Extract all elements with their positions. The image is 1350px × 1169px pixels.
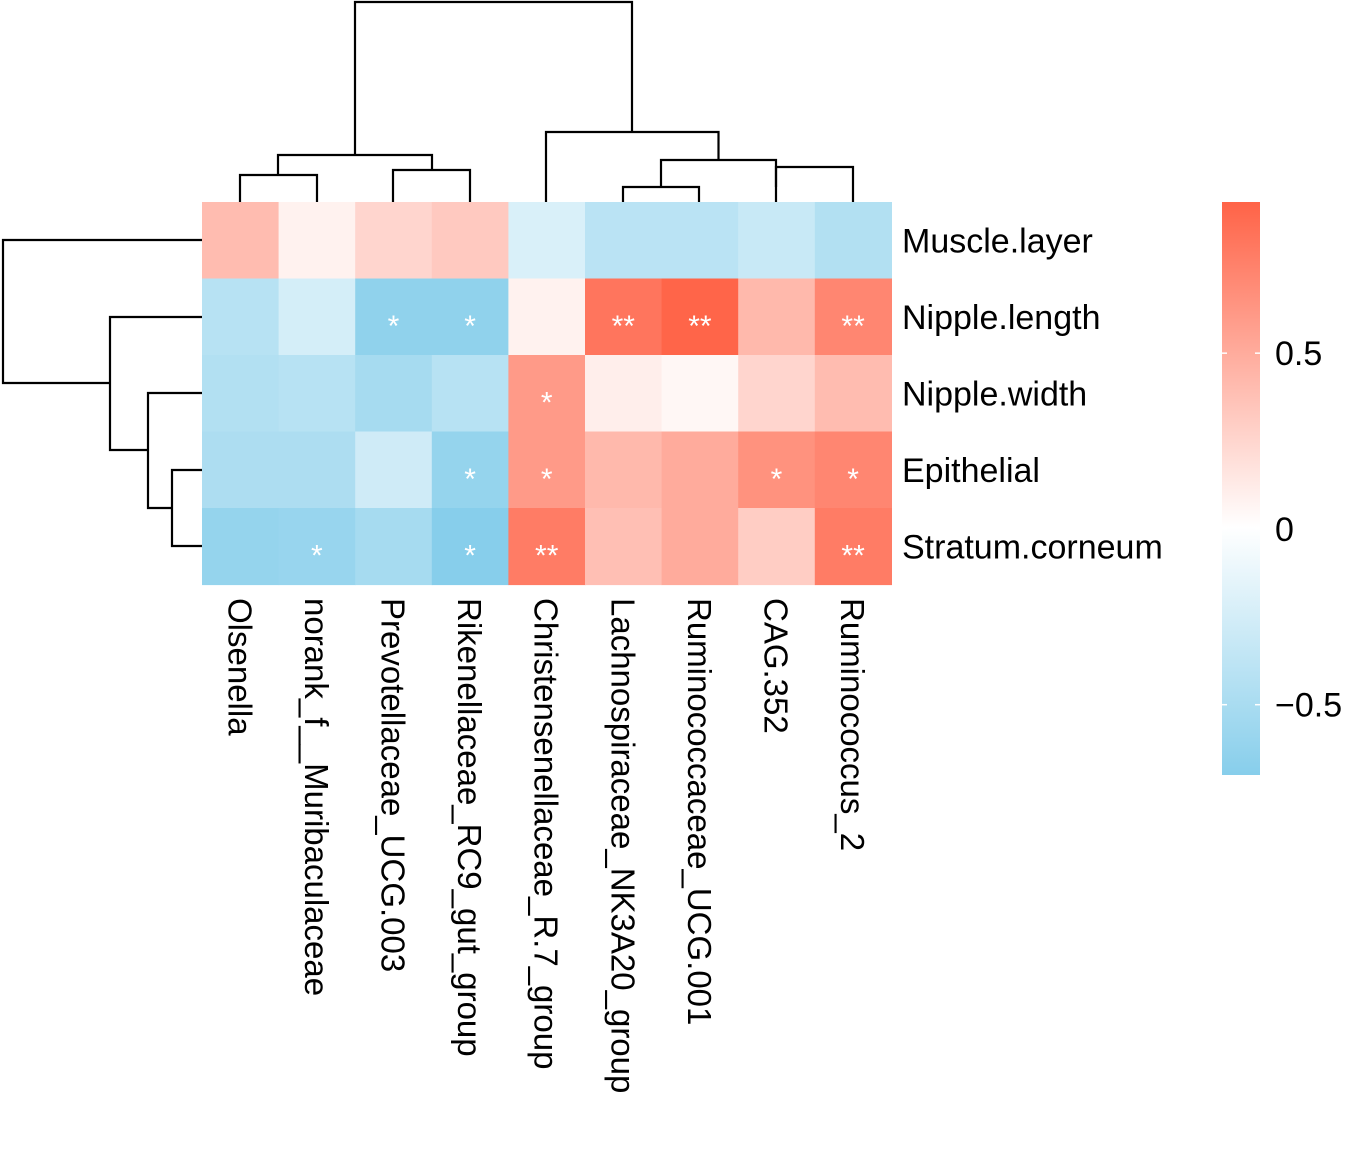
row-label: Muscle.layer bbox=[902, 222, 1093, 260]
col-dendro-link bbox=[621, 185, 701, 202]
heatmap-cell bbox=[431, 355, 509, 433]
heatmap-cell bbox=[278, 278, 356, 356]
heatmap-cell bbox=[814, 202, 892, 280]
column-label: CAG.352 bbox=[758, 598, 795, 734]
heatmap-cell bbox=[508, 278, 586, 356]
column-label: Olsenella bbox=[221, 598, 258, 736]
heatmap-cell bbox=[508, 431, 586, 509]
row-label: Stratum.corneum bbox=[902, 528, 1163, 566]
heatmap-cell bbox=[355, 431, 433, 509]
significance-mark: * bbox=[771, 463, 783, 496]
heatmap-cell bbox=[661, 508, 739, 586]
heatmap-cell bbox=[202, 508, 280, 586]
significance-mark: * bbox=[388, 310, 400, 343]
significance-mark: * bbox=[847, 463, 859, 496]
row-labels: Muscle.layerNipple.lengthNipple.widthEpi… bbox=[902, 222, 1163, 566]
legend-tick-label: 0.5 bbox=[1275, 335, 1322, 373]
heatmap-cell bbox=[355, 202, 433, 280]
significance-mark: * bbox=[464, 539, 476, 572]
heatmap-cell bbox=[814, 508, 892, 586]
heatmap-cell bbox=[355, 508, 433, 586]
heatmap-cell bbox=[585, 355, 663, 433]
column-label: Ruminococcaceae_UCG.001 bbox=[681, 598, 718, 1025]
legend-tick-label: 0 bbox=[1275, 511, 1294, 549]
significance-mark: * bbox=[541, 386, 553, 419]
col-dendro-link bbox=[544, 130, 720, 202]
row-label: Nipple.width bbox=[902, 375, 1087, 413]
column-label: norank_f__Muribaculaceae bbox=[298, 598, 335, 996]
heatmap-cell bbox=[738, 202, 816, 280]
row-label: Nipple.length bbox=[902, 299, 1100, 337]
col-dendro-link bbox=[774, 165, 855, 202]
heatmap-cell bbox=[202, 202, 280, 280]
row-dendrogram bbox=[1, 238, 202, 548]
heatmap-cell bbox=[738, 355, 816, 433]
significance-mark: ** bbox=[841, 539, 865, 572]
column-label: Christensenellaceae_R.7_group bbox=[528, 598, 565, 1069]
heatmap-cell bbox=[202, 278, 280, 356]
heatmap-cell bbox=[431, 202, 509, 280]
heatmap-cell bbox=[202, 355, 280, 433]
column-label: Prevotellaceae_UCG.003 bbox=[375, 598, 412, 972]
significance-mark: ** bbox=[612, 310, 636, 343]
row-dendro-link bbox=[146, 391, 202, 510]
heatmap-cell bbox=[585, 202, 663, 280]
heatmap-cell bbox=[814, 431, 892, 509]
heatmap-cell bbox=[738, 508, 816, 586]
significance-mark: ** bbox=[688, 310, 712, 343]
heatmap-cell bbox=[661, 355, 739, 433]
col-dendro-link bbox=[353, 0, 634, 155]
row-dendro-link bbox=[170, 468, 202, 548]
heatmap-cell bbox=[661, 278, 739, 356]
column-label: Rikenellaceae_RC9_gut_group bbox=[451, 598, 488, 1057]
heatmap-cell bbox=[202, 431, 280, 509]
heatmap-cell bbox=[661, 202, 739, 280]
significance-mark: ** bbox=[841, 310, 865, 343]
heatmap-cell bbox=[585, 508, 663, 586]
column-label: Ruminococcus_2 bbox=[834, 598, 871, 851]
heatmap-cell bbox=[278, 508, 356, 586]
column-label: Lachnospiraceae_NK3A20_group bbox=[604, 598, 641, 1093]
significance-mark: * bbox=[464, 463, 476, 496]
heatmap-cell bbox=[585, 431, 663, 509]
heatmap-cell bbox=[814, 355, 892, 433]
heatmap-cell bbox=[585, 278, 663, 356]
heatmap-cell bbox=[738, 431, 816, 509]
heatmap-cell bbox=[355, 278, 433, 356]
heatmap-cell bbox=[431, 508, 509, 586]
legend-ticks: 0.5 0 −0.5 bbox=[1222, 335, 1342, 725]
col-dendro-link bbox=[238, 173, 319, 202]
heatmap-cell bbox=[355, 355, 433, 433]
row-dendro-link bbox=[108, 315, 202, 452]
column-dendrogram bbox=[238, 0, 855, 202]
heatmap-cell bbox=[508, 508, 586, 586]
heatmap-cell bbox=[738, 278, 816, 356]
heatmap-cell bbox=[508, 355, 586, 433]
heatmap-cell bbox=[278, 202, 356, 280]
heatmap-cell bbox=[661, 431, 739, 509]
color-legend-bar bbox=[1222, 202, 1260, 775]
col-dendro-link bbox=[276, 153, 434, 175]
significance-mark: * bbox=[311, 539, 323, 572]
significance-mark: * bbox=[464, 310, 476, 343]
significance-marks: ******************* bbox=[311, 310, 865, 573]
heatmap-cell bbox=[431, 431, 509, 509]
column-labels: Olsenella norank_f__Muribaculaceae Prevote… bbox=[221, 598, 871, 1093]
row-dendro-link bbox=[1, 238, 202, 385]
heatmap-cell bbox=[508, 202, 586, 280]
col-dendro-link bbox=[659, 158, 778, 187]
heatmap-cell bbox=[278, 355, 356, 433]
col-dendro-link bbox=[391, 168, 472, 202]
legend-tick-label: −0.5 bbox=[1275, 687, 1342, 725]
heatmap-cell bbox=[431, 278, 509, 356]
significance-mark: ** bbox=[535, 539, 559, 572]
color-legend: 0.5 0 −0.5 bbox=[1222, 202, 1342, 775]
significance-mark: * bbox=[541, 463, 553, 496]
row-label: Epithelial bbox=[902, 452, 1040, 490]
heatmap-cell bbox=[814, 278, 892, 356]
heatmap-cell bbox=[278, 431, 356, 509]
heatmap-cells bbox=[202, 202, 892, 586]
